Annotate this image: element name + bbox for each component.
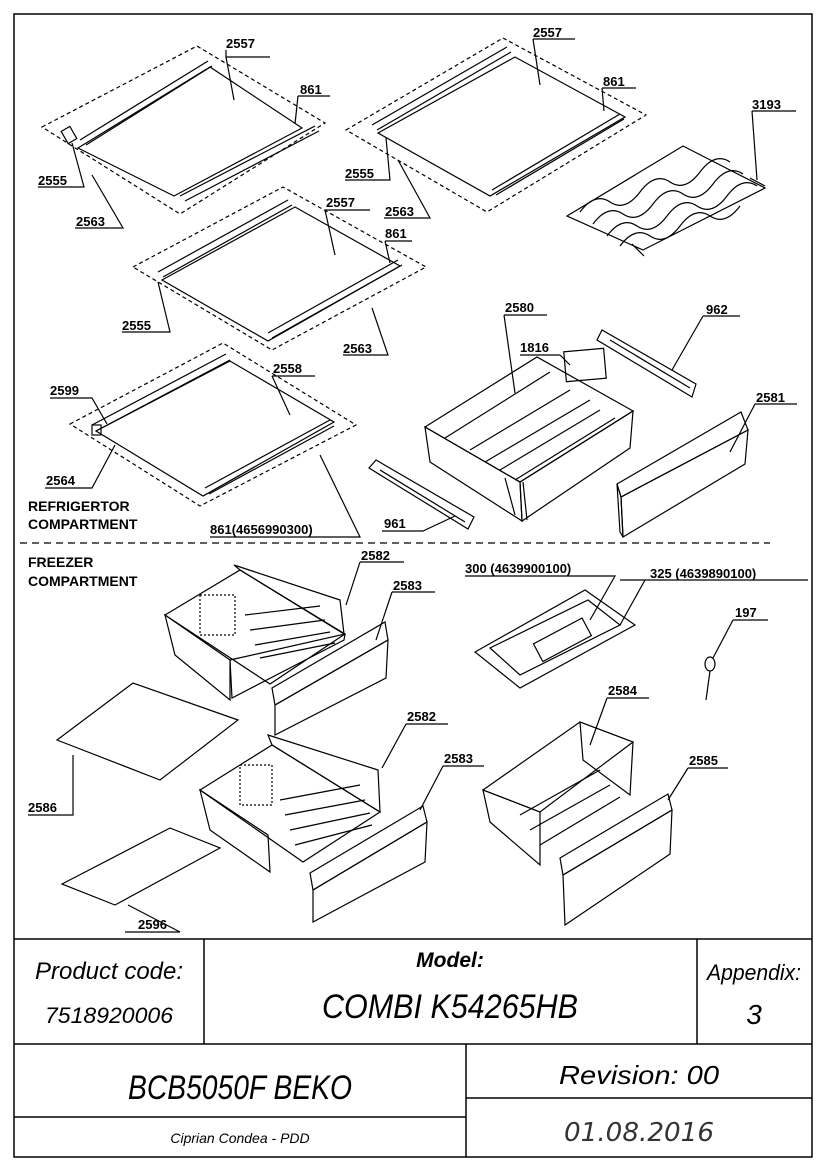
label-2581: 2581 [756,390,785,405]
glass-shelf-4 [68,342,358,507]
model-value: COMBI K54265HB [322,988,578,1026]
label-2582a: 2582 [361,548,390,563]
label-2557b: 2557 [533,25,562,40]
product-code-label: Product code: [35,958,183,985]
mat-2596 [60,827,222,906]
label-3193: 3193 [752,97,781,112]
refrigerator-caption-1: REFRIGERTOR [28,498,130,514]
label-325: 325 (4639890100) [650,566,756,581]
label-2555b: 2555 [345,166,374,181]
revision: Revision: 00 [559,1060,720,1090]
label-300: 300 (4639900100) [465,561,571,576]
crisper-drawer [423,347,635,523]
label-197: 197 [735,605,757,620]
freezer-caption-2: COMPARTMENT [28,573,138,589]
slide-rail-right [596,329,697,398]
label-2563c: 2563 [343,341,372,356]
wine-rack [565,145,767,257]
date: 01.08.2016 [564,1118,714,1148]
model-label: Model: [416,949,484,972]
label-2563a: 2563 [76,214,105,229]
product-name: BCB5050F BEKO [128,1069,352,1107]
freezer-front-3 [559,793,673,927]
ice-tray [473,589,637,689]
title-block [14,938,812,1157]
slide-rail-left [368,459,475,530]
label-861d: 861(4656990300) [210,522,313,537]
label-2555c: 2555 [122,318,151,333]
appendix-label: Appendix: [705,960,801,985]
freezer-front-1 [271,621,389,736]
label-2563b: 2563 [385,204,414,219]
label-961: 961 [384,516,406,531]
freezer-caption-1: FREEZER [28,554,93,570]
label-861b: 861 [603,74,625,89]
freezer-drawer-3 [481,721,635,867]
label-2596: 2596 [138,917,167,932]
appendix-value: 3 [746,999,762,1030]
label-2557a: 2557 [226,36,255,51]
crisper-front-panel [616,411,749,539]
label-2582b: 2582 [407,709,436,724]
label-2558: 2558 [273,361,302,376]
label-2584: 2584 [608,683,638,698]
label-2580: 2580 [505,300,534,315]
label-2555a: 2555 [38,173,67,188]
mat-2586 [55,682,240,781]
label-2586: 2586 [28,800,57,815]
glass-shelf-2 [344,37,648,213]
refrigerator-caption-2: COMPARTMENT [28,516,138,532]
leader-2557a [225,50,270,58]
glass-shelf-3 [131,186,428,351]
label-1816: 1816 [520,340,549,355]
clip-part [704,656,716,701]
freezer-drawer-2 [198,734,382,874]
label-2583a: 2583 [393,578,422,593]
drawing-frame [13,13,813,1158]
label-2583b: 2583 [444,751,473,766]
label-2564: 2564 [46,473,76,488]
label-2599: 2599 [50,383,79,398]
freezer-front-2 [309,805,428,924]
author: Ciprian Condea - PDD [170,1130,309,1146]
label-861a: 861 [300,82,322,97]
label-2585: 2585 [689,753,718,768]
glass-shelf-1 [40,45,327,215]
freezer-drawer-1 [163,564,347,702]
label-962: 962 [706,302,728,317]
label-861c: 861 [385,226,407,241]
label-2557c: 2557 [326,195,355,210]
product-code-value: 7518920006 [45,1003,174,1028]
